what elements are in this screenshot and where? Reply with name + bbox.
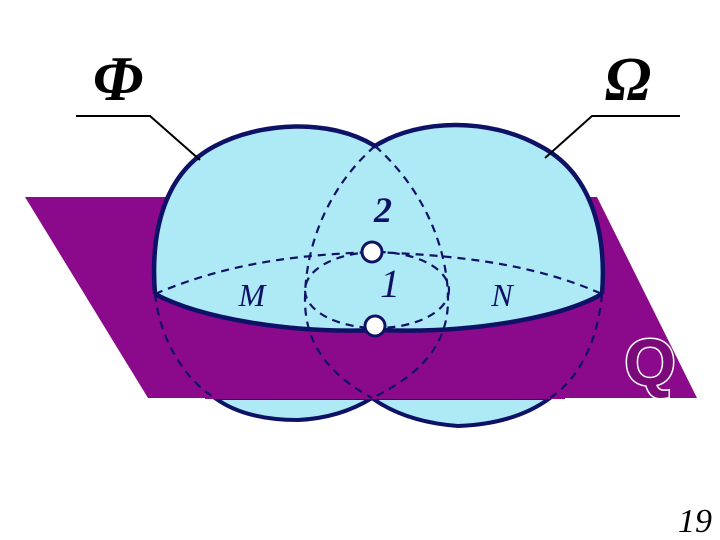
right-sphere-lower-dashed bbox=[549, 293, 604, 399]
lower-half-right bbox=[365, 396, 557, 429]
label-region-m: M bbox=[238, 277, 268, 313]
left-sphere-hidden-arc bbox=[303, 145, 376, 399]
lower-half-left bbox=[208, 396, 379, 423]
back-rim-dashed bbox=[154, 250, 603, 296]
label-plane-q: Q bbox=[624, 325, 675, 399]
label-phi: Φ bbox=[93, 43, 144, 114]
leader-line-omega bbox=[544, 115, 680, 159]
upper-dome bbox=[154, 125, 603, 331]
point-2-marker bbox=[360, 240, 384, 264]
label-region-n: N bbox=[490, 277, 514, 313]
plane-edge-mask bbox=[205, 394, 565, 399]
leader-line-phi bbox=[76, 115, 201, 161]
label-point-2: 2 bbox=[373, 190, 392, 230]
page-number: 19 bbox=[678, 503, 712, 540]
left-sphere-lower-dashed bbox=[153, 293, 216, 399]
label-omega: Ω bbox=[605, 46, 651, 114]
right-sphere-hidden-arc bbox=[371, 145, 450, 399]
label-point-1: 1 bbox=[380, 261, 400, 306]
point-1-marker bbox=[363, 314, 387, 338]
